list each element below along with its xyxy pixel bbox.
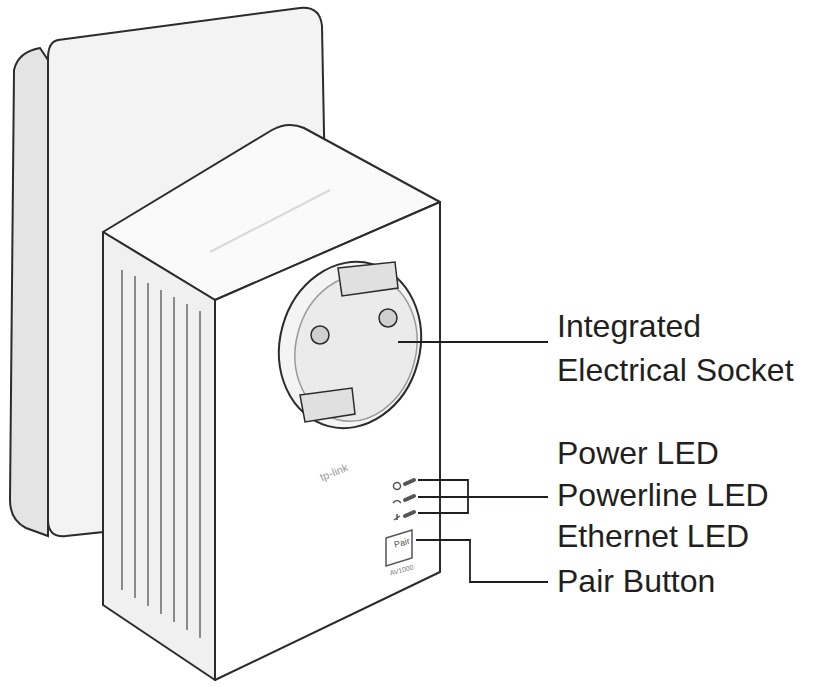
socket-illustration — [261, 246, 440, 445]
led-icons — [393, 483, 401, 521]
adapter-front — [215, 202, 440, 680]
wall-plate-side — [10, 48, 48, 536]
part-label: Ethernet LED — [557, 517, 827, 555]
part-label: Pair Button — [557, 562, 827, 600]
part-label: Power LED — [557, 434, 827, 472]
led-indicators — [405, 480, 414, 516]
top-edge-shade — [210, 190, 330, 252]
part-label: Powerline LED — [557, 476, 827, 514]
leader-lines — [398, 342, 548, 582]
adapter-side — [103, 232, 215, 680]
part-label: Integrated Electrical Socket — [557, 304, 829, 392]
vent-slats — [122, 270, 200, 638]
